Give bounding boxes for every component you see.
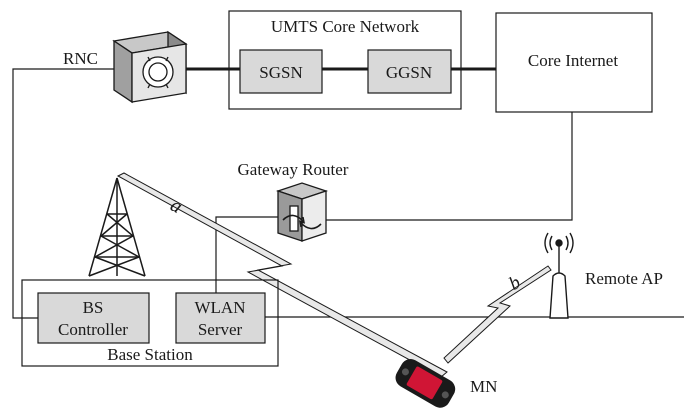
bs-controller-label-line1: BS — [83, 298, 104, 317]
sgsn-label: SGSN — [259, 63, 302, 82]
link-internet-gateway — [326, 112, 573, 221]
wlan-server-box — [175, 292, 266, 344]
gateway-router-label: Gateway Router — [238, 160, 349, 179]
bs-controller-box — [37, 292, 150, 344]
wlan-server-label-line1: WLAN — [195, 298, 246, 317]
core-internet-box — [495, 12, 653, 113]
base-station-label: Base Station — [107, 345, 193, 364]
core-internet-label: Core Internet — [528, 51, 618, 70]
wireless-link-a — [116, 172, 448, 378]
wlan-server-label-line2: Server — [198, 320, 243, 339]
base-station-box — [21, 279, 279, 367]
tower-icon — [88, 177, 146, 277]
bs-controller-label-line2: Controller — [58, 320, 128, 339]
router-icon — [275, 182, 329, 242]
sgsn-box — [239, 49, 323, 94]
wireless-link-b — [443, 265, 552, 364]
remote-ap-label: Remote AP — [585, 269, 663, 288]
umts-core-network-box — [228, 10, 462, 110]
remote-ap-icon — [544, 232, 574, 319]
mobile-node-icon — [395, 359, 456, 408]
link-gateway-wlan — [215, 216, 282, 293]
rnc-icon — [112, 30, 188, 104]
umts-core-network-label: UMTS Core Network — [271, 17, 420, 36]
ggsn-box — [367, 49, 452, 94]
rnc-label: RNC — [63, 49, 98, 68]
ggsn-label: GGSN — [386, 63, 432, 82]
link-rnc-bs-controller — [12, 68, 114, 319]
mn-label: MN — [470, 377, 497, 396]
